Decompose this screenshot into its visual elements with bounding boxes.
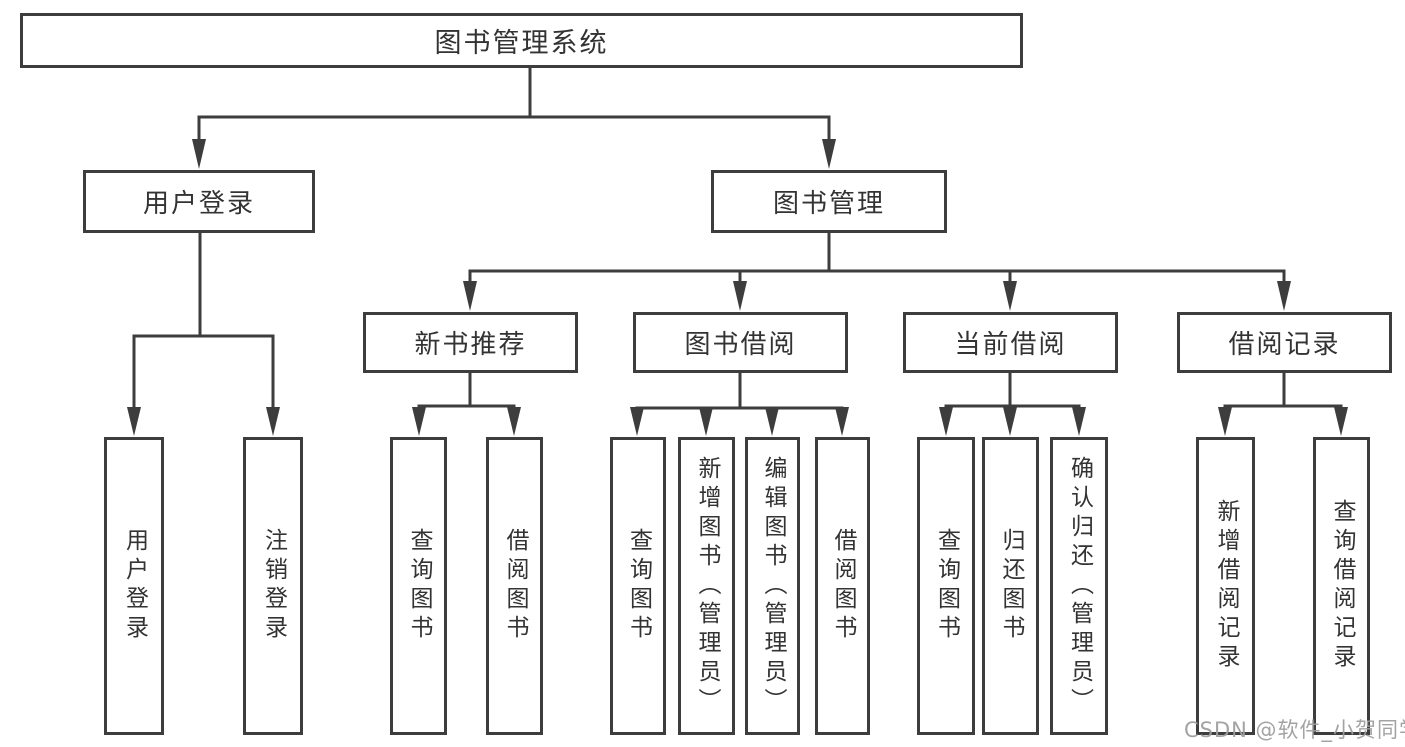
arrow-to-bb-edit-books [765, 407, 779, 436]
leaf-borrowing-edit-books-admin-label: 编辑图书（管理员） [760, 455, 786, 717]
arrow-to-rec-query-books [412, 407, 426, 436]
leaf-records-add-record: 新增借阅记录 [1196, 437, 1255, 735]
node-book-management-label: 图书管理 [772, 189, 885, 219]
node-current-borrowing: 当前借阅 [903, 312, 1118, 373]
node-user-login: 用户登录 [83, 170, 315, 233]
leaf-records-query-record: 查询借阅记录 [1313, 437, 1370, 735]
arrow-to-bb-borrow-books [835, 407, 849, 436]
arrowheads [127, 139, 1348, 436]
arrow-to-current-borrowing [1003, 281, 1017, 311]
leaf-user-login-label: 用户登录 [121, 528, 148, 644]
arrow-to-rec-borrow-books [507, 407, 521, 436]
leaf-borrowing-borrow-books: 借阅图书 [815, 437, 870, 735]
leaf-borrowing-edit-books-admin: 编辑图书（管理员） [745, 437, 800, 735]
arrow-to-cb-confirm-return [1072, 407, 1086, 436]
arrow-to-borrowing-records [1277, 281, 1291, 311]
leaf-current-confirm-return-admin: 确认归还（管理员） [1050, 437, 1108, 735]
csdn-watermark: CSDN @软件_小贺同学 [1184, 718, 1405, 742]
node-borrowing-records-label: 借阅记录 [1228, 330, 1341, 360]
leaf-current-query-books: 查询图书 [917, 437, 975, 735]
node-new-book-recommend: 新书推荐 [363, 312, 578, 373]
node-root-label: 图书管理系统 [434, 28, 609, 59]
leaf-user-login: 用户登录 [104, 437, 164, 735]
leaf-current-query-books-label: 查询图书 [933, 528, 960, 644]
node-current-borrowing-label: 当前借阅 [954, 330, 1067, 360]
leaf-recommend-query-books-label: 查询图书 [406, 528, 432, 644]
node-user-login-label: 用户登录 [142, 189, 255, 219]
arrow-to-br-query-record [1334, 407, 1348, 436]
leaf-current-return-books: 归还图书 [982, 437, 1039, 735]
leaf-borrowing-add-books-admin: 新增图书（管理员） [678, 437, 735, 735]
node-borrowing-records: 借阅记录 [1177, 312, 1392, 373]
node-book-borrowing: 图书借阅 [633, 312, 848, 373]
leaf-records-add-record-label: 新增借阅记录 [1213, 499, 1239, 673]
leaf-logout: 注销登录 [243, 437, 303, 735]
leaf-recommend-borrow-books-label: 借阅图书 [502, 528, 528, 644]
arrow-to-book-borrowing [733, 281, 747, 311]
leaf-borrowing-query-books-label: 查询图书 [625, 528, 652, 644]
leaf-borrowing-query-books: 查询图书 [610, 437, 666, 735]
arrow-to-leaf-logout [266, 407, 280, 436]
leaf-logout-label: 注销登录 [260, 528, 287, 644]
node-new-book-recommend-label: 新书推荐 [414, 330, 527, 360]
arrow-to-cb-return-books [1003, 407, 1017, 436]
arrow-to-user-login [192, 139, 206, 169]
leaf-borrowing-add-books-admin-label: 新增图书（管理员） [694, 455, 720, 717]
arrow-to-book-management [822, 139, 836, 169]
leaf-current-return-books-label: 归还图书 [998, 528, 1024, 644]
arrow-to-bb-add-books [699, 407, 713, 436]
node-book-borrowing-label: 图书借阅 [684, 330, 797, 360]
leaf-records-query-record-label: 查询借阅记录 [1329, 499, 1355, 673]
arrow-to-bb-query-books [630, 407, 644, 436]
leaf-recommend-borrow-books: 借阅图书 [486, 437, 543, 735]
node-root-library-system: 图书管理系统 [20, 13, 1023, 68]
leaf-current-confirm-return-admin-label: 确认归还（管理员） [1066, 455, 1093, 717]
arrow-to-cb-query-books [939, 407, 953, 436]
leaf-borrowing-borrow-books-label: 借阅图书 [830, 528, 856, 644]
node-book-management: 图书管理 [711, 170, 947, 233]
arrow-to-new-book-recommend [463, 281, 477, 311]
leaf-recommend-query-books: 查询图书 [390, 437, 447, 735]
arrow-to-leaf-user-login [127, 407, 141, 436]
arrow-to-br-add-record [1218, 407, 1232, 436]
